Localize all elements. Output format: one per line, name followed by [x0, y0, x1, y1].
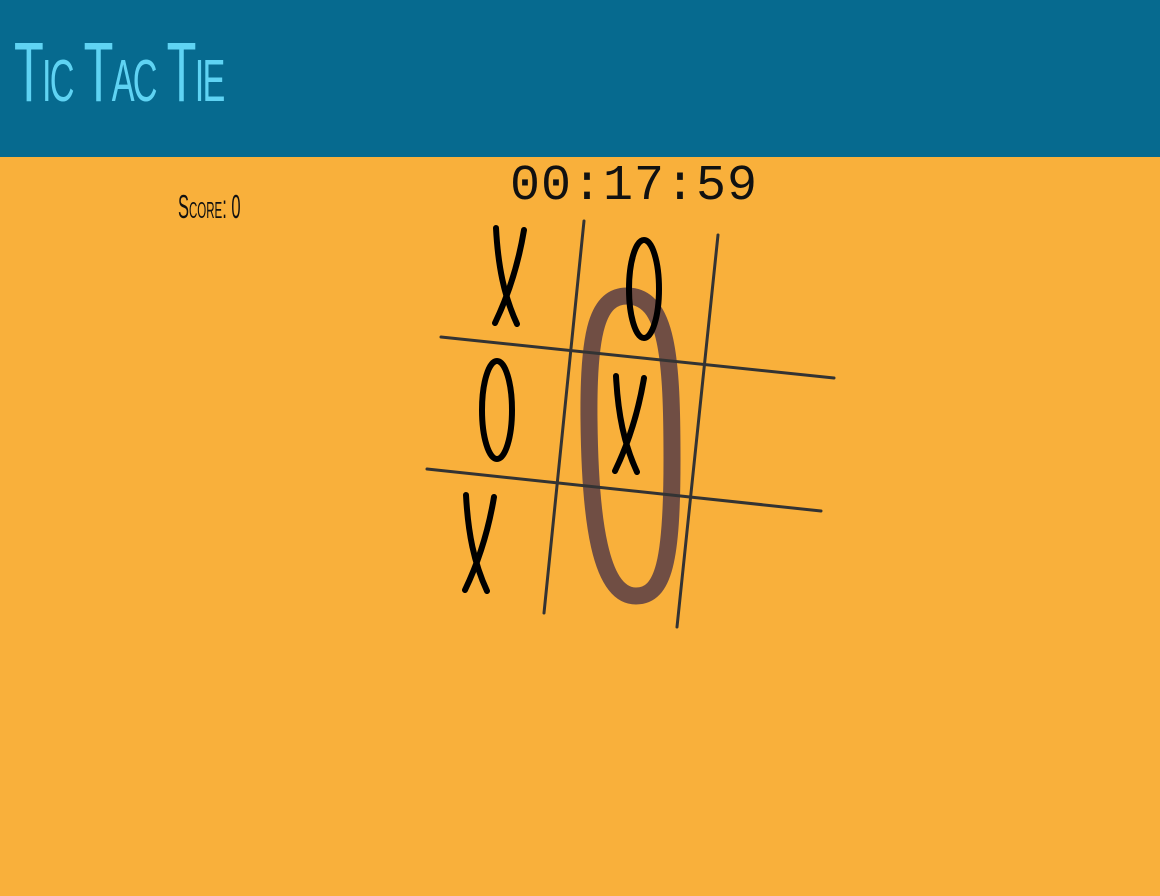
board-cell-top-left[interactable]: [448, 214, 572, 338]
board-cell-middle-right[interactable]: [698, 376, 822, 500]
grid-line-vertical-left: [542, 219, 586, 615]
o-mark-middle-left: [479, 358, 515, 462]
marks-layer: [462, 225, 662, 594]
o-mark-top-middle: [626, 237, 662, 341]
winning-line-highlight: [580, 287, 681, 605]
x-mark-bottom-left: [462, 492, 497, 594]
header-bar: Tic Tac Tie: [0, 0, 1160, 157]
grid-line-vertical-right: [675, 233, 720, 629]
grid-line-horizontal-top: [439, 335, 836, 380]
board-grid: [425, 219, 836, 629]
board-cell-bottom-left[interactable]: [418, 481, 542, 605]
board-cell-middle-left[interactable]: [435, 348, 559, 472]
board-cell-bottom-middle[interactable]: [555, 495, 679, 619]
cells-layer: [418, 214, 834, 633]
board-cell-center[interactable]: [568, 362, 692, 486]
score-display: Score: 0: [178, 188, 241, 225]
x-mark-center: [612, 373, 647, 475]
grid-line-horizontal-bottom: [425, 467, 823, 513]
board-cell-top-middle[interactable]: [582, 227, 706, 351]
board-cell-top-right[interactable]: [710, 240, 834, 364]
game-timer: 00:17:59: [510, 158, 759, 215]
board-cell-bottom-right[interactable]: [686, 509, 810, 633]
game-title: Tic Tac Tie: [14, 25, 225, 119]
x-mark-top-left: [492, 225, 527, 327]
